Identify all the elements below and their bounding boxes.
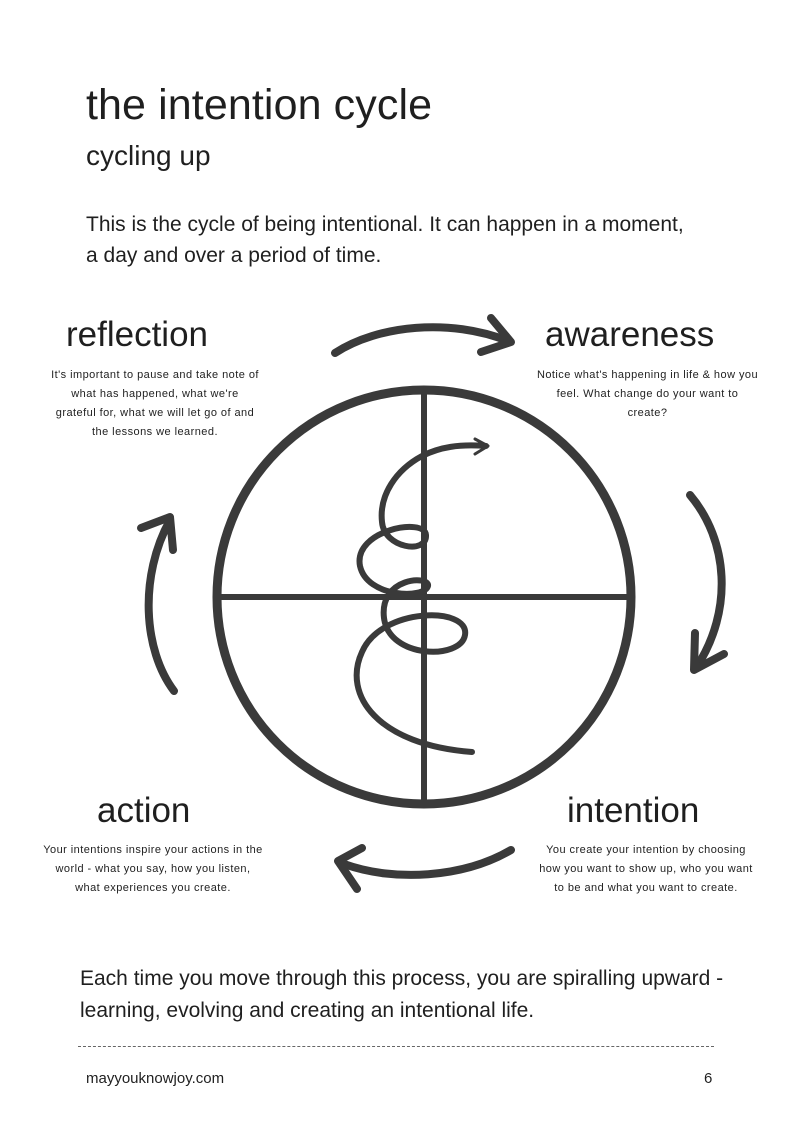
footer-website: mayyouknowjoy.com — [86, 1070, 225, 1087]
page-title: the intention cycle — [86, 81, 433, 129]
intro-paragraph: This is the cycle of being intentional. … — [86, 213, 684, 267]
page-subtitle: cycling up — [86, 140, 211, 171]
arrow-intention-to-action-icon — [334, 844, 515, 893]
stage-description-awareness: Notice what's happening in life & how yo… — [536, 369, 759, 419]
dashed-divider — [78, 1046, 714, 1047]
stage-heading-reflection: reflection — [66, 315, 209, 354]
stage-heading-intention: intention — [567, 791, 700, 830]
stage-description-reflection: It's important to pause and take note of… — [51, 369, 259, 438]
stage-description-intention: You create your intention by choosing ho… — [539, 844, 753, 894]
cycle-circle-icon — [212, 385, 636, 809]
page-number: 6 — [704, 1070, 713, 1087]
arrow-reflection-to-awareness-icon — [331, 314, 515, 357]
stage-description-action: Your intentions inspire your actions in … — [43, 844, 263, 894]
arrow-awareness-to-intention-icon — [686, 491, 728, 674]
stage-heading-awareness: awareness — [545, 315, 715, 354]
spiral-arrowhead-icon — [473, 437, 490, 456]
stage-heading-action: action — [97, 791, 191, 830]
summary-paragraph: Each time you move through this process,… — [80, 967, 724, 1022]
upward-spiral-icon — [353, 442, 489, 755]
arrow-action-to-reflection-icon — [137, 513, 178, 695]
